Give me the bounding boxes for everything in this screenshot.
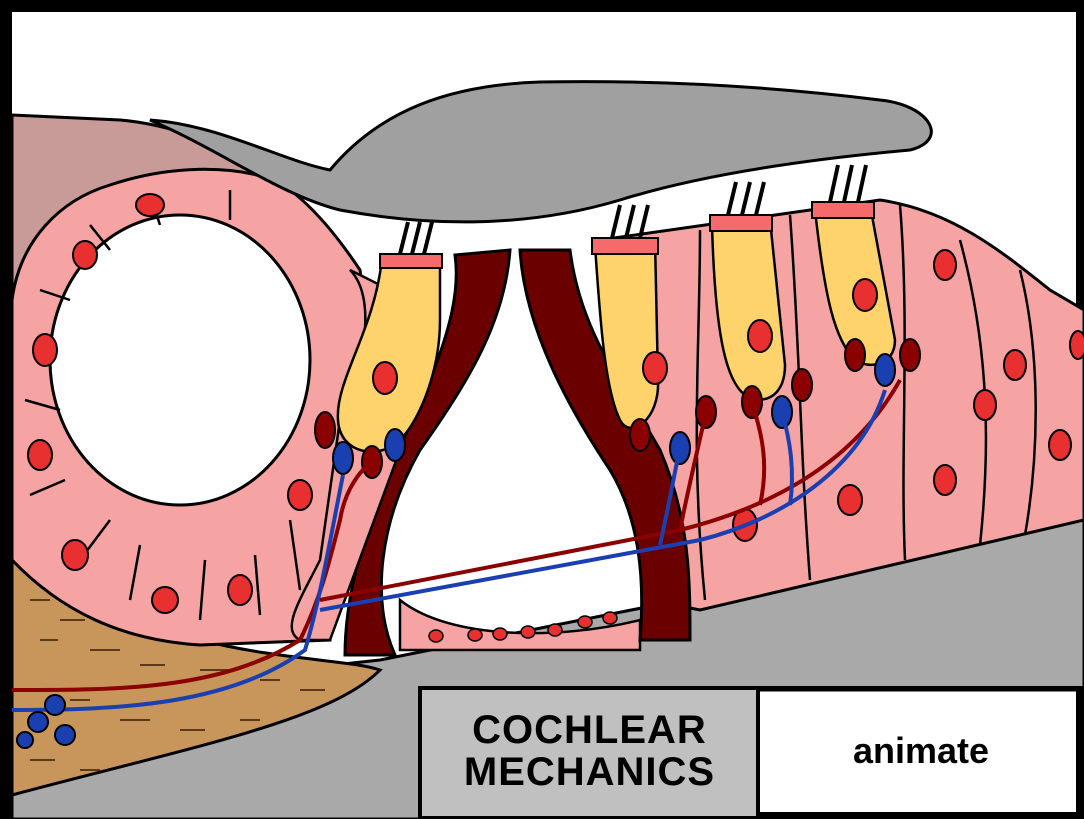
title-line-1: COCHLEAR — [472, 709, 707, 751]
diagram-title: COCHLEAR MECHANICS — [422, 688, 757, 814]
title-line-2: MECHANICS — [464, 751, 715, 793]
animate-button[interactable]: animate — [760, 688, 1082, 814]
